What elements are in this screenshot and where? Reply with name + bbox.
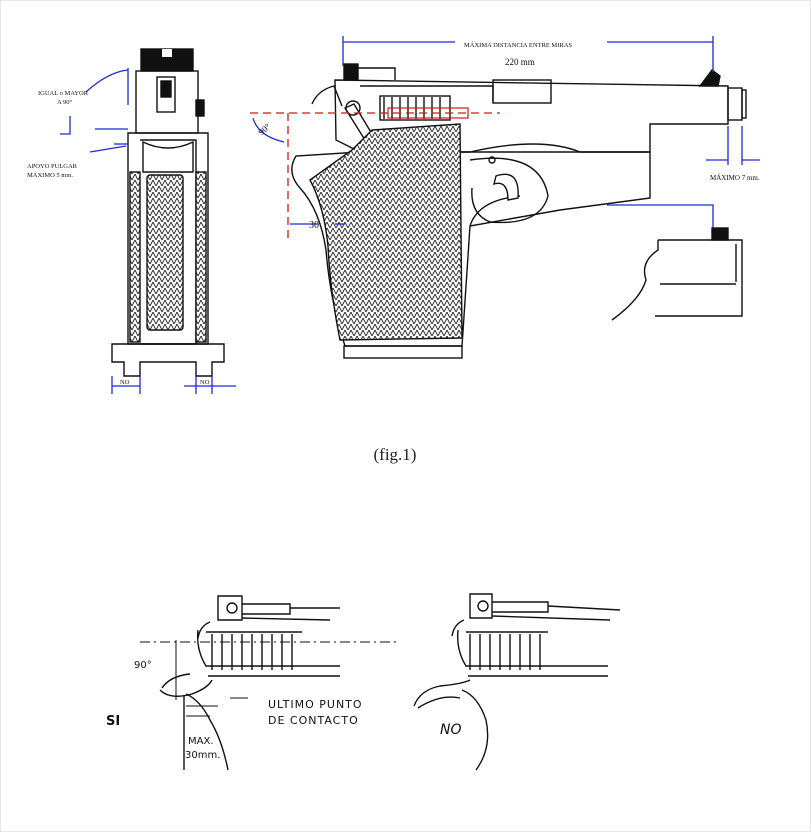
side-angle-label: 90°: [256, 121, 272, 137]
si-angle-label: 90°: [134, 660, 152, 671]
no-right-label: NO: [200, 379, 210, 386]
slide-red-marker: [387, 107, 469, 119]
contact-line1: ULTIMO PUNTO: [268, 698, 363, 711]
figure-caption: (fig.1): [373, 445, 417, 464]
max-line2: 30mm.: [185, 750, 220, 761]
max-line1: MAX.: [188, 736, 214, 747]
grip-detail-view: [611, 227, 743, 321]
sight-distance-label: MÁXIMA DISTANCIA ENTRE MIRAS: [464, 41, 572, 49]
pistol-side-view: [291, 63, 747, 359]
angle-note-line2: A 90°: [57, 99, 72, 106]
side-view-red-guides: [250, 112, 500, 240]
side-view-dimensions: [252, 36, 760, 232]
angle-note-line1: IGUAL o MAYOR: [38, 90, 89, 97]
no-left-label: NO: [120, 379, 130, 386]
thumb-note-line1: APOYO PULGAR: [27, 163, 78, 170]
contact-line2: DE CONTACTO: [268, 714, 359, 727]
detail-si-guides: [140, 640, 400, 717]
detail-si: [159, 595, 340, 771]
pistol-front-view: [111, 48, 225, 377]
thumb-note-line2: MÁXIMO 5 mm.: [27, 171, 73, 179]
grip-30-label: 30: [309, 220, 319, 231]
front-view-dimensions: [60, 68, 236, 394]
muzzle-max-label: MÁXIMO 7 mm.: [710, 174, 760, 182]
no-label: NO: [440, 722, 462, 738]
si-label: SI: [106, 714, 120, 729]
sight-distance-value: 220 mm: [505, 57, 535, 67]
detail-no: [413, 593, 621, 771]
